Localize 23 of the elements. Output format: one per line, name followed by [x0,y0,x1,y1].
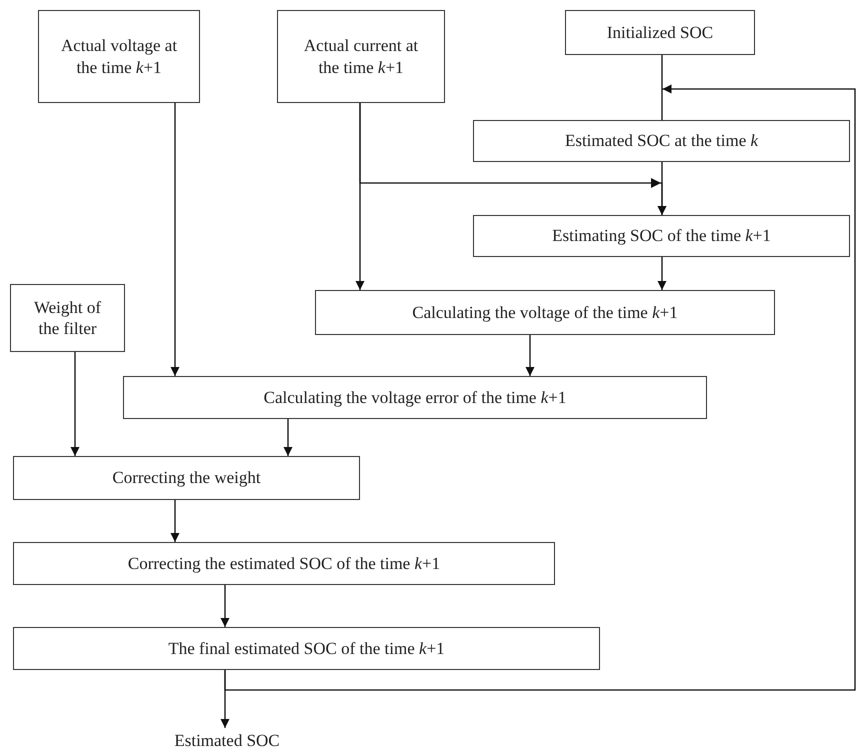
process-box [13,627,600,670]
box-text: Calculating the voltage error of the time k+1 [262,386,568,408]
process-box [315,290,775,335]
output-label: Estimated SOC [173,730,281,752]
process-box [13,542,555,585]
box-text: Correcting the estimated SOC of the time k+1 [126,552,442,574]
process-box [473,215,850,257]
process-box [123,376,707,419]
process-box [473,120,850,162]
process-box [565,10,755,55]
box-text: Calculating the voltage of the time k+1 [411,302,679,324]
box-text: Weight of the filter [32,296,102,340]
process-box [13,456,360,500]
box-text: Correcting the weight [111,467,262,489]
box-text: Initialized SOC [606,22,714,44]
box-text: Estimating SOC of the time k+1 [551,225,772,247]
box-text: Actual current at the time k+1 [302,35,420,78]
box-text: The final estimated SOC of the time k+1 [167,638,446,660]
process-box [10,284,125,352]
process-box [277,10,445,103]
box-text: Actual voltage at the time k+1 [60,35,178,78]
box-text: Estimated SOC at the time k [564,130,760,152]
process-box [38,10,200,103]
